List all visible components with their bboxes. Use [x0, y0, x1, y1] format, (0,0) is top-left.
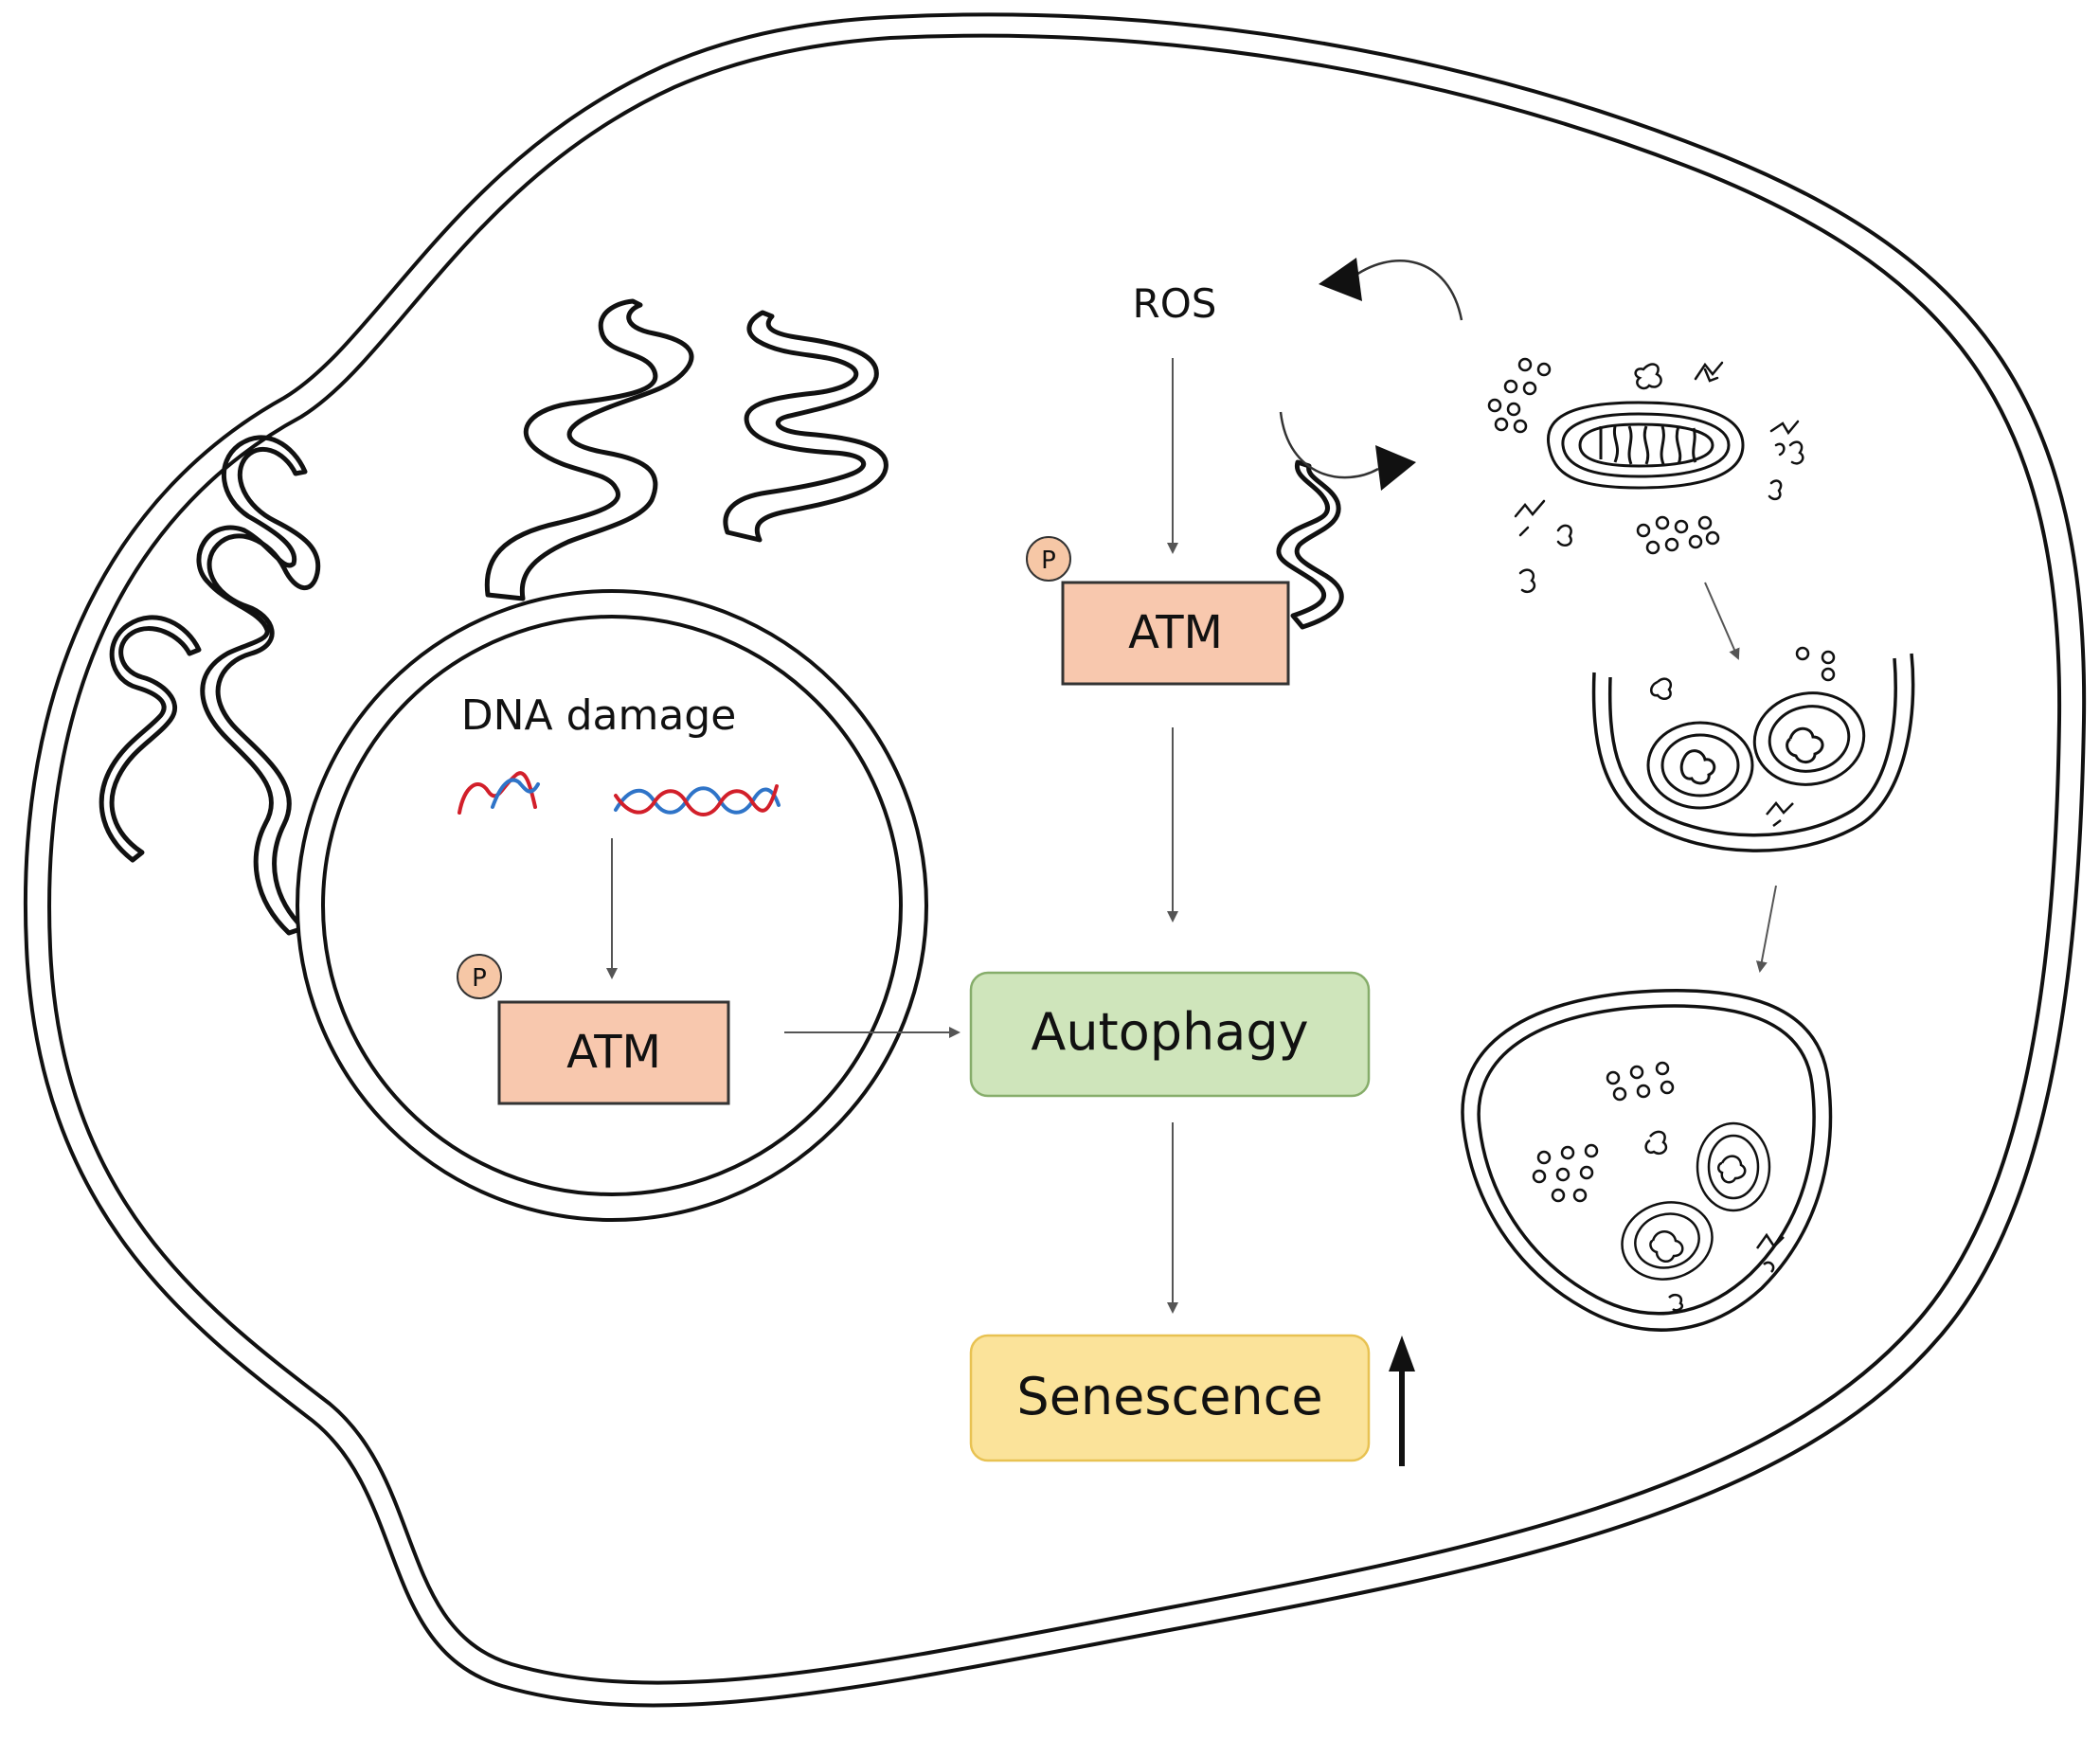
atm-nucleus-box — [497, 1000, 730, 1105]
arrowhead-to-ros — [1319, 258, 1362, 301]
ros-label: ROS — [1133, 280, 1217, 327]
atm-top-label: ATM — [1128, 606, 1223, 659]
atm-top-box — [1061, 581, 1290, 686]
phospho-nucleus-label: P — [472, 964, 487, 993]
engulfed-mitochondria — [1646, 691, 1866, 810]
senescence-increase-arrow — [1389, 1336, 1415, 1466]
damaged-mitochondrion — [1546, 401, 1745, 490]
ros-particles — [1487, 357, 1720, 555]
curved-arrow-to-ros — [1349, 260, 1463, 321]
phagophore-debris — [1650, 646, 1836, 827]
endoplasmic-reticulum — [99, 298, 1344, 936]
broken-dna-strand — [458, 771, 540, 815]
cell-membrane — [24, 12, 2087, 1708]
arrowhead-to-mitochondria — [1375, 445, 1416, 491]
senescence-box — [969, 1334, 1371, 1462]
dna-damage-label: DNA damage — [461, 691, 737, 740]
autolysosome — [1461, 989, 1833, 1332]
curved-arrow-to-mitochondria — [1279, 411, 1379, 479]
phospho-nucleus-badge — [457, 954, 502, 999]
phospho-top-badge — [1026, 536, 1071, 582]
phagophore — [1591, 653, 1915, 852]
arrow-phagophore-to-autolysosome — [1755, 885, 1777, 973]
phospho-top-label: P — [1041, 547, 1056, 575]
autolysosome-contents — [1532, 1061, 1785, 1312]
protein-aggregates — [1514, 361, 1804, 594]
ros-feedback-arrows — [1279, 260, 1463, 479]
dna-double-helix — [614, 784, 781, 816]
autophagy-box — [969, 971, 1371, 1098]
atm-nucleus-label: ATM — [566, 1026, 661, 1079]
autophagy-label: Autophagy — [1031, 1002, 1308, 1062]
arrow-mito-to-phagophore — [1704, 582, 1740, 660]
senescence-label: Senescence — [1016, 1367, 1322, 1426]
